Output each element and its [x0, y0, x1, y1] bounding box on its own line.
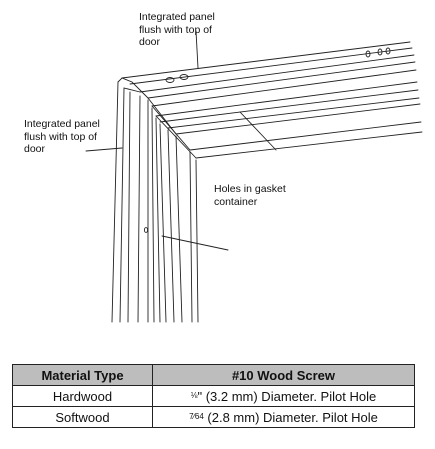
callout-holes-gasket: Holes in gasket container — [214, 183, 324, 208]
left-jamb-edge-1 — [111, 81, 119, 323]
callout-line: Holes in gasket — [214, 183, 286, 195]
table-row: Softwood 7⁄64 (2.8 mm) Diameter. Pilot H… — [12, 406, 415, 428]
callout-line: door — [24, 143, 46, 155]
corner-cap — [117, 77, 149, 99]
leader-holes-2 — [161, 235, 229, 251]
top-rail-edge-4 — [147, 61, 416, 99]
leader-left — [85, 147, 123, 152]
hole-top-4 — [377, 48, 383, 56]
top-rail-inner-6 — [195, 131, 423, 159]
top-rail-edge-5 — [151, 69, 417, 107]
leader-top — [195, 30, 199, 69]
top-rail-outer-edge — [121, 41, 411, 79]
leader-holes — [239, 111, 277, 151]
table-header-row: Material Type #10 Wood Screw — [12, 364, 415, 386]
callout-line: container — [214, 195, 258, 208]
callout-line: door — [139, 36, 161, 48]
left-jamb-inner-1 — [155, 117, 161, 323]
left-jamb-edge-2 — [119, 87, 125, 323]
cell-material: Softwood — [12, 406, 153, 428]
top-rail-inner-3 — [167, 97, 420, 129]
hole-top-1 — [165, 77, 175, 83]
pilot-fraction: 7⁄64 — [189, 411, 204, 421]
callout-integrated-panel-left: Integrated panel flush with top of door — [24, 118, 124, 156]
header-material-type: Material Type — [12, 364, 153, 386]
top-rail-inner-1 — [155, 81, 418, 117]
cell-material: Hardwood — [12, 385, 153, 407]
hole-top-3 — [365, 50, 371, 58]
callout-line: Integrated panel — [24, 118, 100, 130]
top-rail-edge-2 — [129, 47, 413, 85]
left-jamb-inner-5 — [189, 151, 193, 323]
hole-top-5 — [385, 47, 391, 55]
left-jamb-edge-6 — [151, 107, 155, 323]
top-rail-inner-5 — [189, 121, 422, 151]
callout-line: Integrated panel — [139, 11, 215, 23]
mitre-line-3 — [155, 115, 197, 159]
callout-line: flush with top of — [139, 23, 212, 36]
left-jamb-inner-6 — [195, 159, 199, 323]
top-rail-edge-3 — [139, 54, 415, 93]
hole-top-2 — [179, 74, 189, 80]
pilot-text: " (3.2 mm) Diameter. Pilot Hole — [197, 388, 377, 404]
top-rail-inner-4 — [175, 103, 421, 135]
left-jamb-edge-4 — [137, 95, 141, 323]
left-jamb-inner-4 — [175, 135, 183, 323]
pilot-text: (2.8 mm) Diameter. Pilot Hole — [203, 409, 378, 425]
left-jamb-inner-3 — [167, 129, 175, 323]
mitre-line-2 — [151, 105, 191, 151]
left-jamb-inner-2 — [159, 123, 167, 323]
corner-cap-2 — [123, 87, 141, 93]
pilot-fraction: ⅛ — [190, 390, 198, 400]
top-rail-inner-2 — [159, 89, 419, 123]
door-frame-corner-diagram — [85, 30, 423, 323]
cell-pilot-hole: ⅛" (3.2 mm) Diameter. Pilot Hole — [152, 385, 415, 407]
cell-pilot-hole: 7⁄64 (2.8 mm) Diameter. Pilot Hole — [152, 406, 415, 428]
pilot-hole-table: Material Type #10 Wood Screw Hardwood ⅛"… — [12, 364, 415, 428]
callout-line: flush with top of — [24, 130, 97, 143]
callout-integrated-panel-top: Integrated panel flush with top of door — [139, 11, 249, 49]
hole-gasket — [143, 227, 149, 233]
left-jamb-edge-3 — [127, 91, 131, 323]
table-row: Hardwood ⅛" (3.2 mm) Diameter. Pilot Hol… — [12, 385, 415, 407]
header-wood-screw: #10 Wood Screw — [152, 364, 415, 386]
